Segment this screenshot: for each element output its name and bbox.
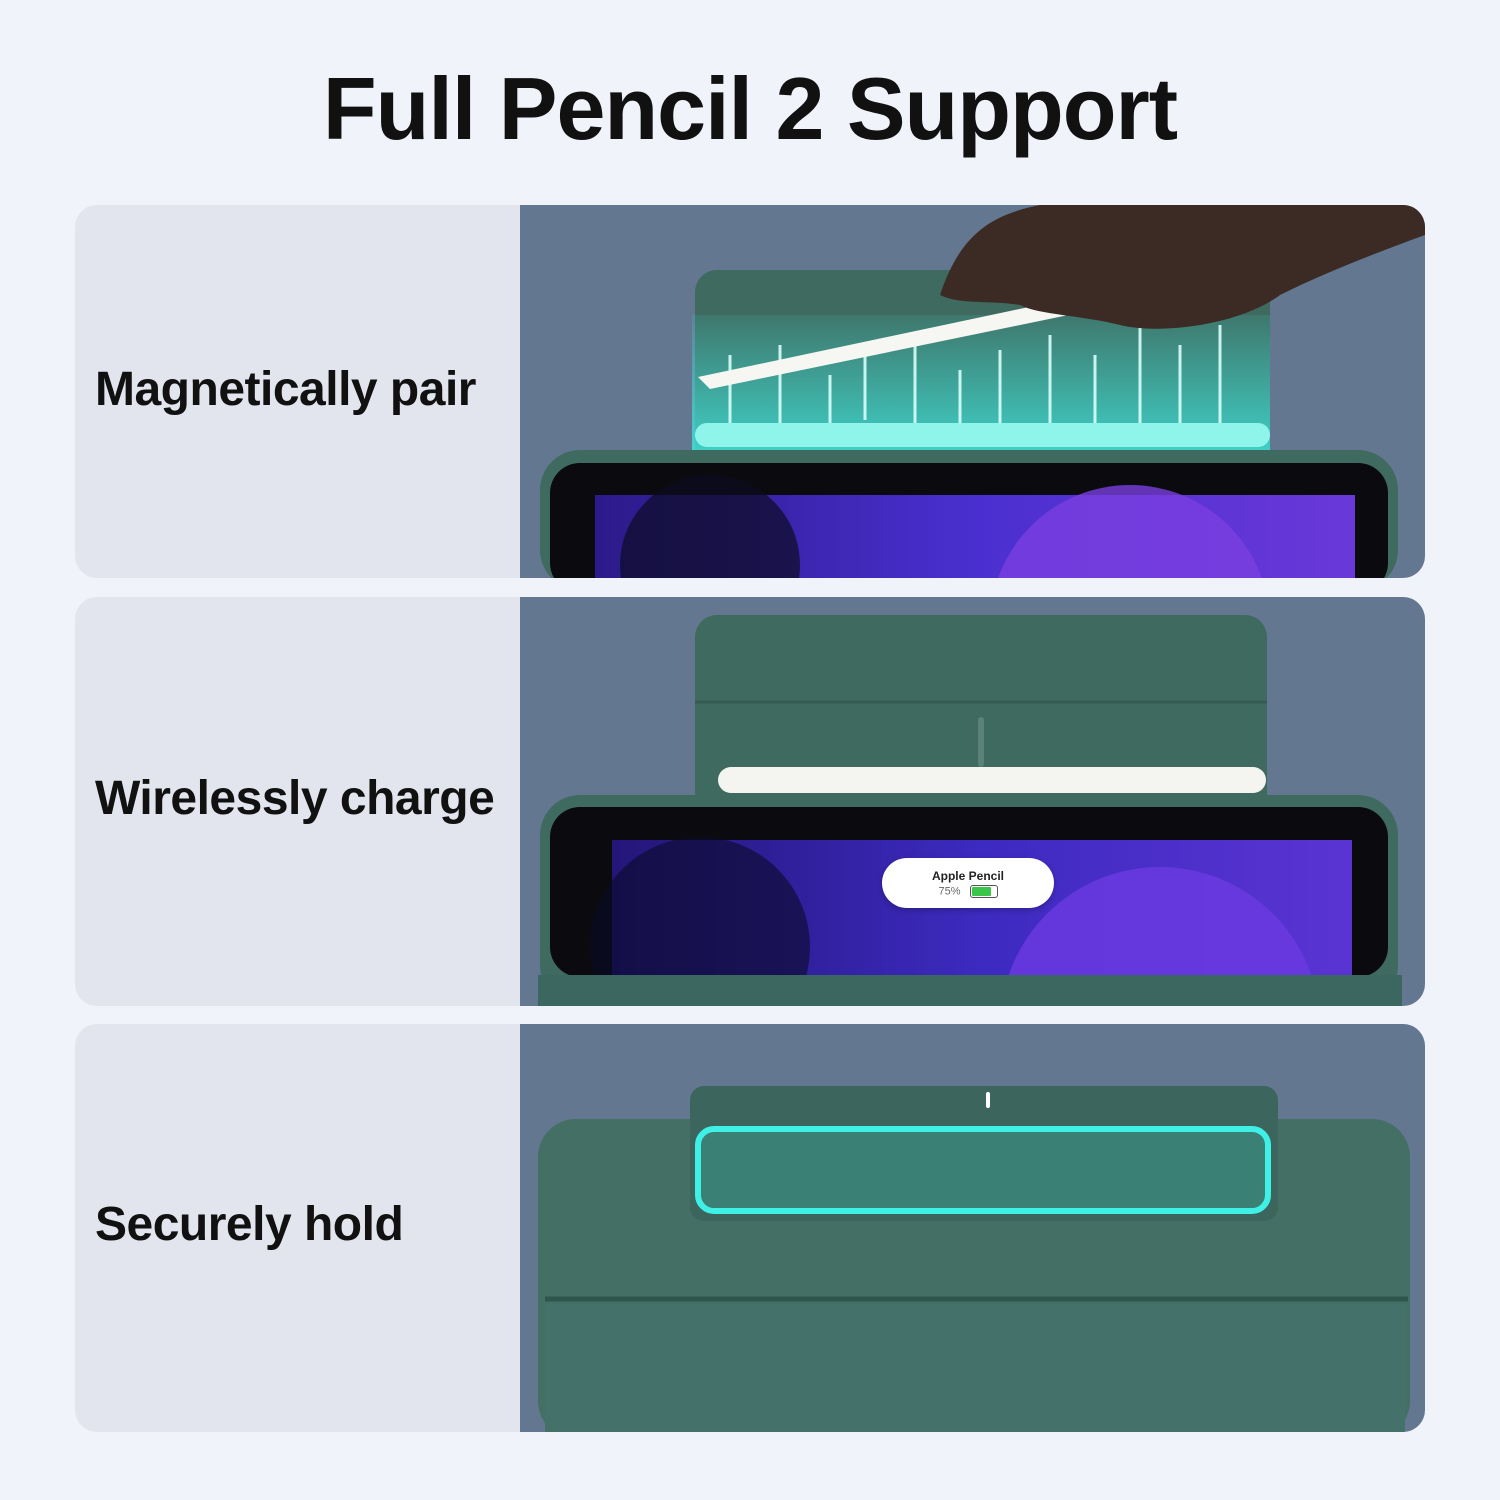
photo-magnetic-pairing: [520, 205, 1425, 578]
battery-percent: 75%: [938, 885, 961, 898]
docked-pencil: [718, 767, 1266, 793]
photo-wireless-charging: Apple Pencil 75%: [520, 597, 1425, 1006]
pencil-holder-glow: [695, 1126, 1271, 1214]
pencil-pairing-illustration: [540, 205, 1425, 578]
feature-panel-magnetically-pair: Magnetically pair: [75, 205, 1425, 578]
case-flap: [695, 615, 1267, 815]
feature-label: Wirelessly charge: [95, 772, 495, 825]
apple-pencil-battery-toast: Apple Pencil 75%: [882, 858, 1054, 908]
feature-panel-wirelessly-charge: Wirelessly charge Apple Pencil: [75, 597, 1425, 1006]
docked-pencil: [695, 423, 1270, 447]
toast-title: Apple Pencil: [931, 869, 1005, 883]
battery-icon: [969, 885, 998, 898]
pencil-holder-illustration: [538, 1086, 1410, 1432]
case-bottom-lip: [538, 975, 1402, 1006]
hand: [940, 205, 1425, 329]
feature-label: Securely hold: [95, 1198, 404, 1251]
feature-label: Magnetically pair: [95, 363, 476, 416]
feature-panel-securely-hold: Securely hold: [75, 1024, 1425, 1432]
page-title: Full Pencil 2 Support: [322, 59, 1178, 158]
pencil-charging-illustration: [538, 615, 1402, 1006]
photo-secure-hold: [520, 1024, 1425, 1432]
